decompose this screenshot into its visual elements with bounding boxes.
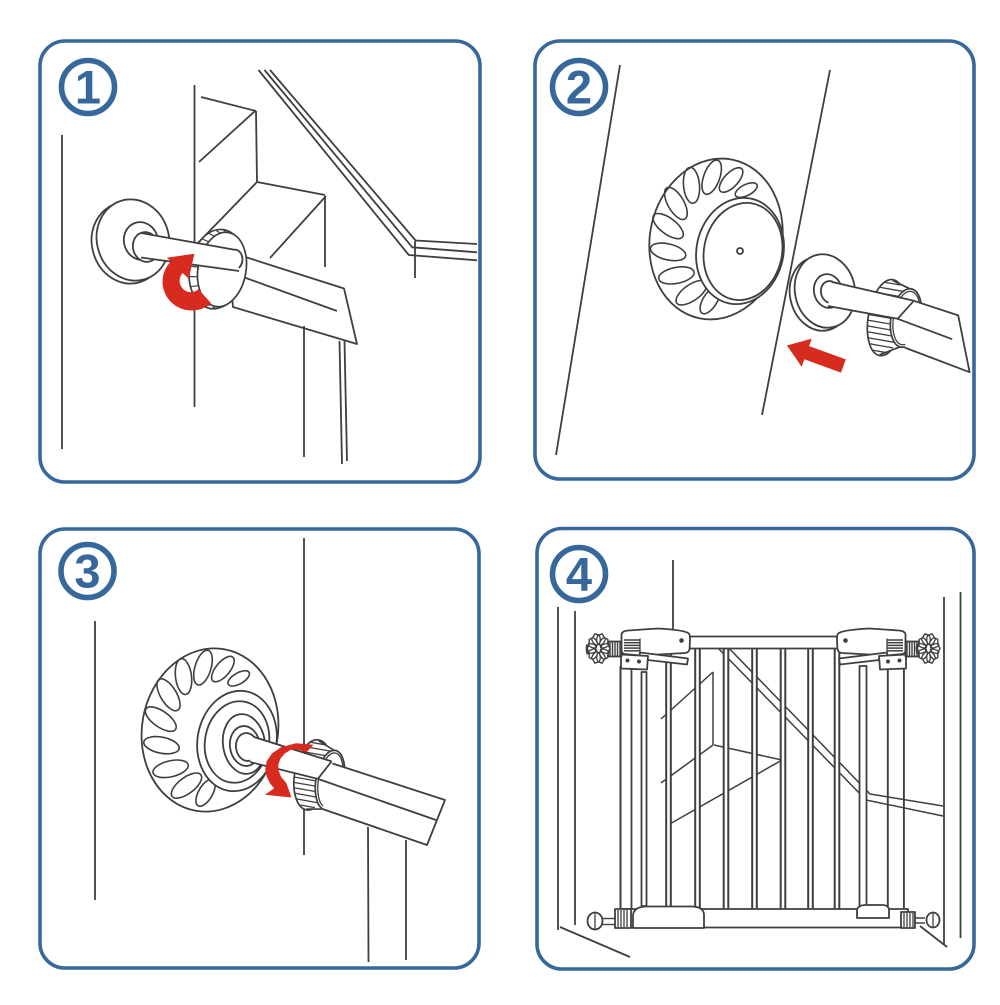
- svg-text:1: 1: [75, 61, 101, 114]
- svg-text:2: 2: [566, 61, 592, 114]
- svg-text:4: 4: [566, 548, 592, 601]
- svg-text:3: 3: [74, 545, 100, 598]
